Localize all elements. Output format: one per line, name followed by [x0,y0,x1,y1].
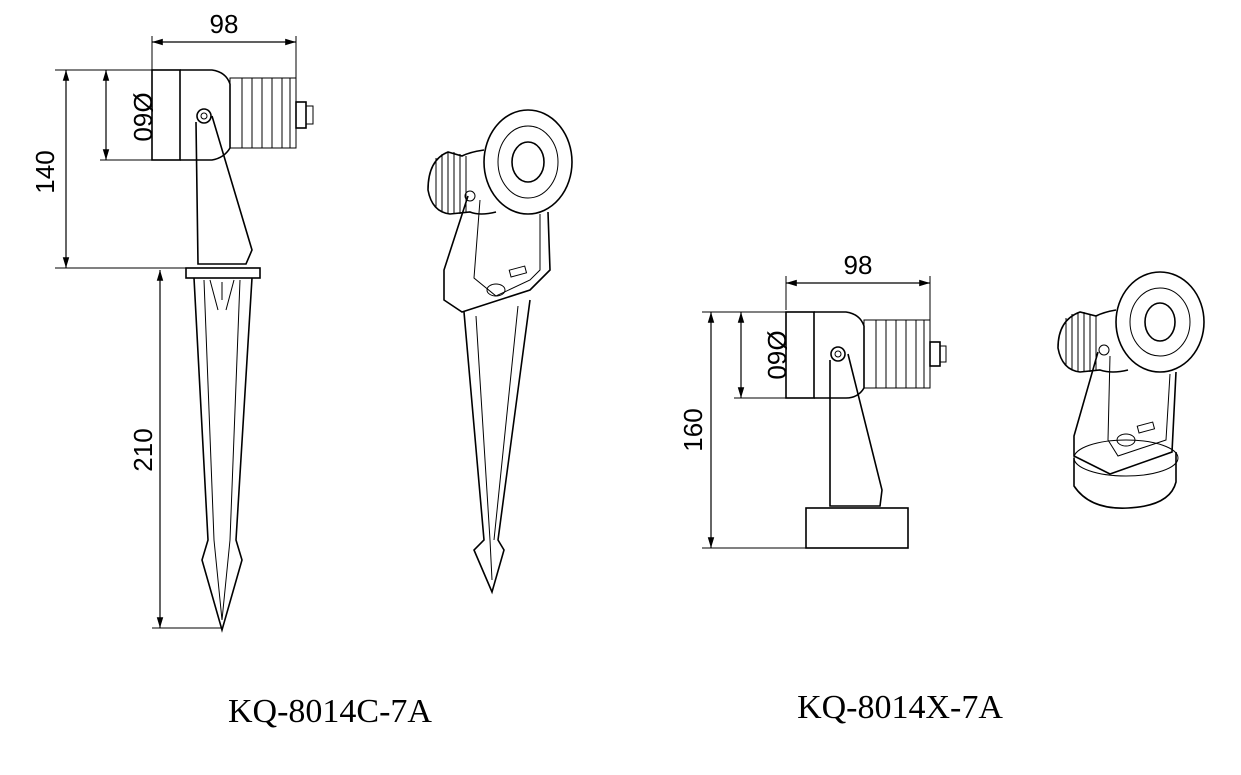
model-label-right: KQ-8014X-7A [797,689,1003,726]
model-label-left: KQ-8014C-7A [228,693,432,730]
left-heatsink-fins [229,77,297,149]
right-diameter-label: Ø60 [762,330,792,379]
right-heatsink-fins-perspective [435,152,467,214]
left-spike-label: 210 [128,428,158,471]
left-height-label: 140 [30,150,60,193]
left-diameter-label: Ø60 [128,92,158,141]
left-width-label: 98 [210,9,239,39]
right-width-label: 98 [844,250,873,280]
right-perspective-view [1057,271,1205,509]
right-side-view: 98 160 Ø60 [678,250,947,549]
left-perspective-view [427,109,573,595]
right-heatsink-fins [863,319,931,389]
right-height-label: 160 [678,408,708,451]
left-side-view: 98 140 Ø60 210 [30,9,314,633]
